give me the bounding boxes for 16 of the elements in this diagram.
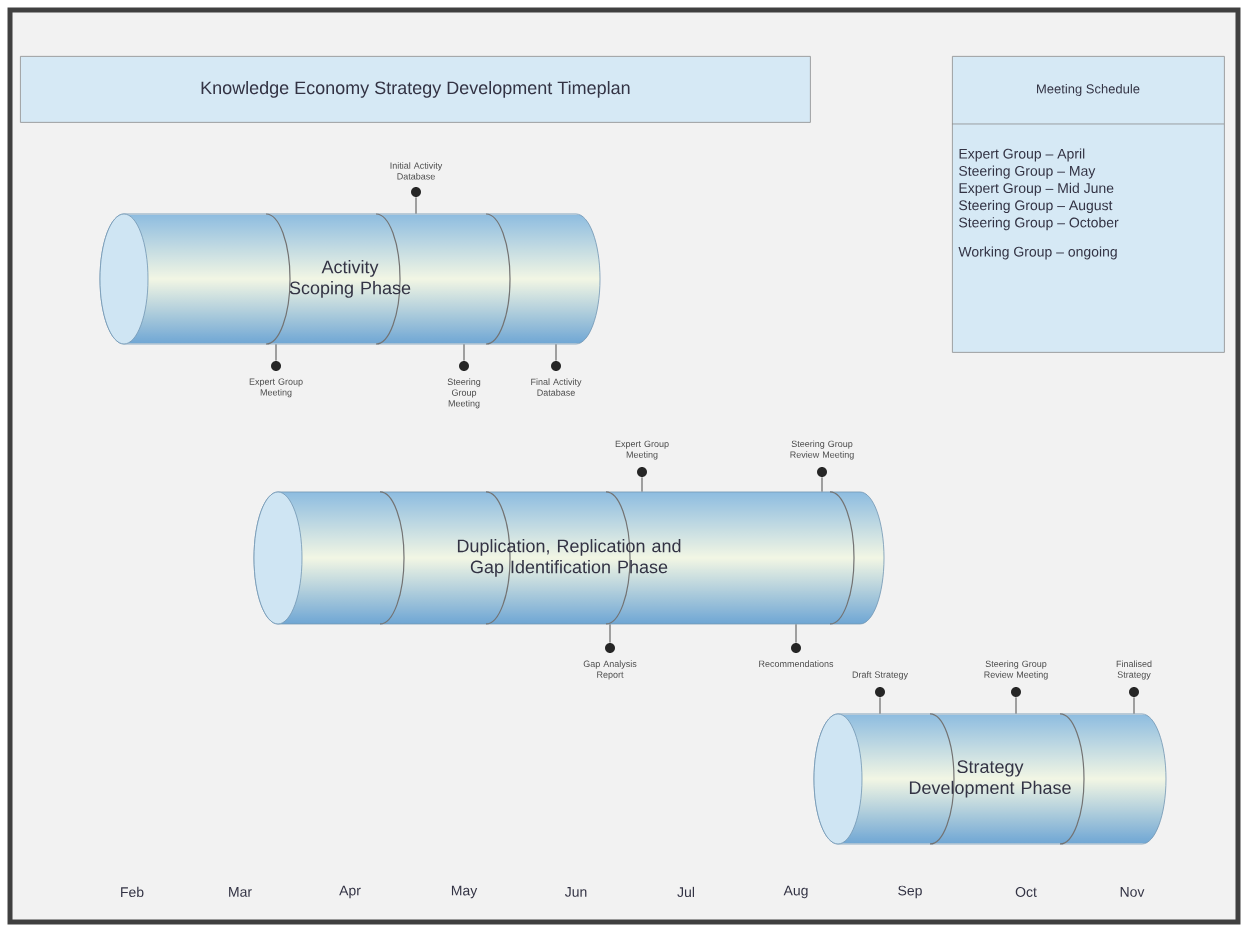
stem-line <box>609 623 611 644</box>
title-box: Knowledge Economy Strategy Development Timeplan <box>20 56 811 123</box>
schedule-box <box>951 56 1225 353</box>
stem-line <box>1133 696 1135 715</box>
stem-line <box>641 476 643 493</box>
stem-line <box>879 696 881 715</box>
stem-line <box>275 343 277 362</box>
stem-line <box>1015 696 1017 715</box>
phase-cylinder: Duplication, Replication and Gap Identification Phase <box>253 491 885 625</box>
phase-cylinder: Strategy Development Phase <box>813 713 1167 845</box>
stem-line <box>555 343 557 362</box>
stem-line <box>463 343 465 362</box>
stem-line <box>795 623 797 644</box>
phase-cylinder: Activity Scoping Phase <box>99 213 601 345</box>
stem-line <box>821 476 823 493</box>
stem-line <box>415 196 417 215</box>
